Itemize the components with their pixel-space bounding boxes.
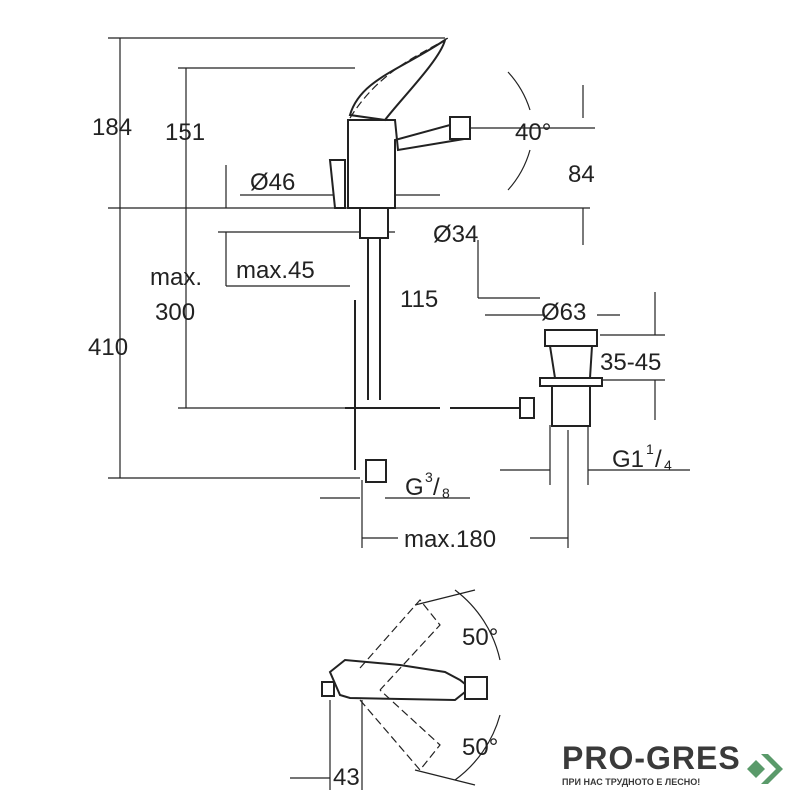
max-distance-label: max.180 — [404, 526, 496, 553]
fraction-slash: / — [655, 446, 662, 473]
lever-offset-label: 43 — [333, 764, 360, 791]
waste-diameter-label: Ø63 — [541, 299, 586, 326]
logo-tagline: ПРИ НАС ТРУДНОТО Е ЛЕСНО! — [562, 777, 701, 787]
waste-thread-label: G1 — [612, 446, 644, 473]
spout-height-label: 151 — [165, 119, 205, 146]
spout-reach-label: 115 — [400, 286, 438, 313]
supply-thread-denominator: 8 — [442, 485, 450, 501]
base-diameter-label: Ø46 — [250, 169, 295, 196]
lever-angle-top-label: 50° — [462, 624, 498, 651]
outlet-height-label: 84 — [568, 161, 595, 188]
supply-thread-label: G — [405, 474, 424, 501]
fraction-slash: / — [433, 474, 440, 501]
max-deck-label: max.45 — [236, 257, 315, 284]
waste-range-label: 35-45 — [600, 349, 661, 376]
lever-angle-bottom-label: 50° — [462, 734, 498, 761]
logo-name: PRO-GRES — [562, 740, 741, 776]
supply-thread-numerator: 3 — [425, 469, 433, 485]
max-label: max. — [150, 264, 202, 291]
faucet-body — [328, 37, 603, 483]
brand-logo: PRO-GRES ПРИ НАС ТРУДНОТО Е ЛЕСНО! — [562, 742, 741, 787]
hole-diameter-label: Ø34 — [433, 221, 478, 248]
max-value-label: 300 — [155, 299, 195, 326]
total-length-label: 410 — [88, 334, 128, 361]
dimension-labels: 184 151 Ø46 40° 84 Ø34 max.45 max. 300 4… — [88, 114, 672, 791]
swivel-angle-label: 40° — [515, 119, 551, 146]
logo-chevron-icon — [747, 754, 783, 784]
total-height-label: 184 — [92, 114, 132, 141]
waste-thread-denominator: 4 — [664, 457, 672, 473]
top-view — [290, 589, 501, 790]
waste-thread-numerator: 1 — [646, 441, 654, 457]
dimension-lines — [108, 37, 690, 548]
